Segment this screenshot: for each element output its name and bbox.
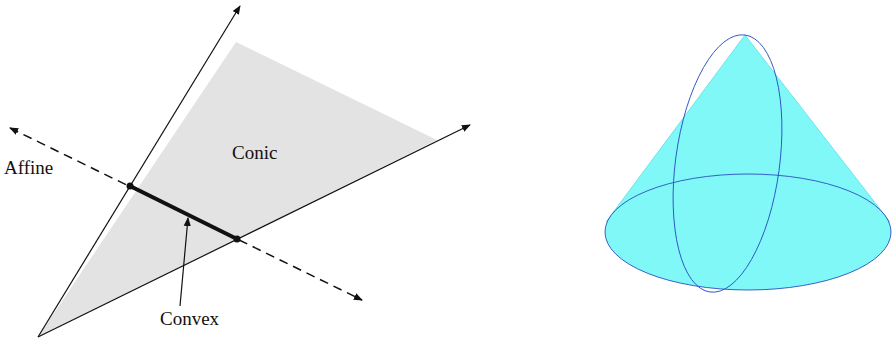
cone-ray: [38, 125, 470, 337]
cone-edge: [606, 35, 745, 222]
cone-surface: [605, 174, 891, 290]
figure-label: Convex: [160, 309, 219, 330]
figure-label: Affine: [4, 158, 53, 179]
second-order-cone: [605, 28, 891, 299]
convex-segment: [130, 186, 237, 239]
leader-arrow: [180, 218, 188, 306]
cone-edge: [745, 35, 890, 222]
point: [234, 236, 241, 243]
base-ellipse: [605, 174, 891, 290]
point: [127, 183, 134, 190]
section-ellipse: [658, 28, 796, 299]
affine-line: [10, 128, 362, 300]
conic-region: [38, 42, 437, 337]
figure-label: Conic: [232, 143, 277, 164]
